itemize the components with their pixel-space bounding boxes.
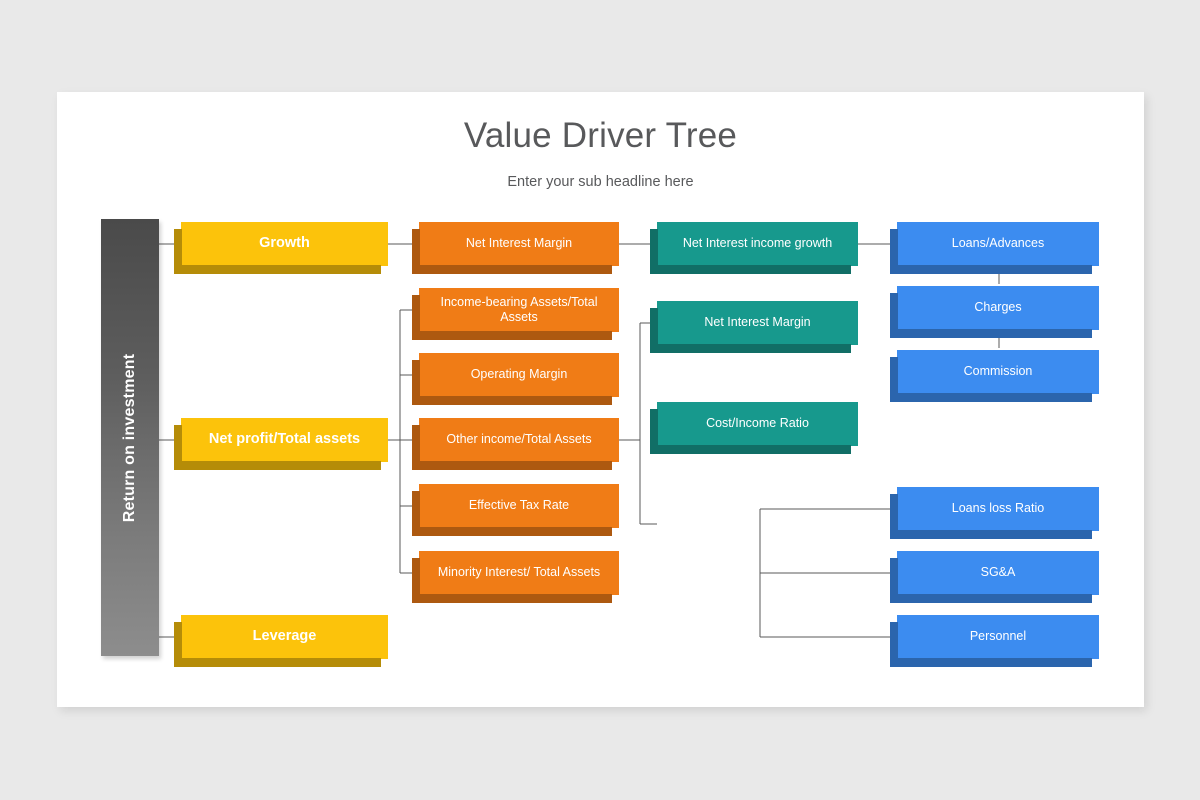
node-growth-label: Growth	[259, 235, 310, 252]
node-effective-tax-rate-label: Effective Tax Rate	[468, 498, 570, 513]
node-minority-interest-total-assets-label: Minority Interest/ Total Assets	[437, 565, 601, 580]
page-subtitle: Enter your sub headline here	[507, 174, 694, 190]
node-personnel[interactable]: Personnel	[897, 615, 1099, 659]
node-net-interest-margin-label: Net Interest Margin	[465, 236, 573, 251]
node-charges-label: Charges	[974, 300, 1022, 315]
node-net-interest-margin-teal[interactable]: Net Interest Margin	[657, 301, 858, 345]
node-sga-label: SG&A	[980, 565, 1016, 580]
node-income-bearing-assets-label: Income-bearing Assets/Total Assets	[440, 294, 598, 324]
node-operating-margin[interactable]: Operating Margin	[419, 353, 619, 397]
node-net-interest-margin[interactable]: Net Interest Margin	[419, 222, 619, 266]
node-charges[interactable]: Charges	[897, 286, 1099, 330]
node-net-profit-total-assets[interactable]: Net profit/Total assets	[181, 418, 388, 462]
node-cost-income-ratio[interactable]: Cost/Income Ratio	[657, 402, 858, 446]
node-minority-interest-total-assets[interactable]: Minority Interest/ Total Assets	[419, 551, 619, 595]
node-loans-loss-ratio[interactable]: Loans loss Ratio	[897, 487, 1099, 531]
node-net-interest-income-growth-label: Net Interest income growth	[682, 236, 833, 251]
node-effective-tax-rate[interactable]: Effective Tax Rate	[419, 484, 619, 528]
node-commission[interactable]: Commission	[897, 350, 1099, 394]
node-sga[interactable]: SG&A	[897, 551, 1099, 595]
node-income-bearing-assets[interactable]: Income-bearing Assets/Total Assets	[419, 288, 619, 332]
slide-card: Value Driver Tree Enter your sub headlin…	[57, 92, 1144, 707]
node-cost-income-ratio-label: Cost/Income Ratio	[706, 416, 809, 431]
value-driver-tree-diagram: Return on investment Growth Net profit/T…	[57, 92, 1144, 707]
node-other-income-total-assets[interactable]: Other income/Total Assets	[419, 418, 619, 462]
node-commission-label: Commission	[963, 364, 1033, 379]
node-leverage[interactable]: Leverage	[181, 615, 388, 659]
node-growth[interactable]: Growth	[181, 222, 388, 266]
node-loans-loss-ratio-label: Loans loss Ratio	[951, 501, 1045, 516]
node-net-interest-income-growth[interactable]: Net Interest income growth	[657, 222, 858, 266]
root-node-return-on-investment[interactable]: Return on investment	[101, 219, 159, 656]
root-node-label: Return on investment	[121, 353, 138, 522]
node-operating-margin-label: Operating Margin	[470, 367, 568, 382]
node-loans-advances[interactable]: Loans/Advances	[897, 222, 1099, 266]
node-other-income-total-assets-label: Other income/Total Assets	[446, 432, 592, 447]
page-title: Value Driver Tree	[463, 116, 738, 155]
node-net-interest-margin-teal-label: Net Interest Margin	[704, 315, 811, 330]
node-leverage-label: Leverage	[252, 628, 317, 645]
node-net-profit-total-assets-label: Net profit/Total assets	[208, 431, 361, 448]
node-loans-advances-label: Loans/Advances	[951, 236, 1045, 251]
node-personnel-label: Personnel	[969, 629, 1027, 644]
